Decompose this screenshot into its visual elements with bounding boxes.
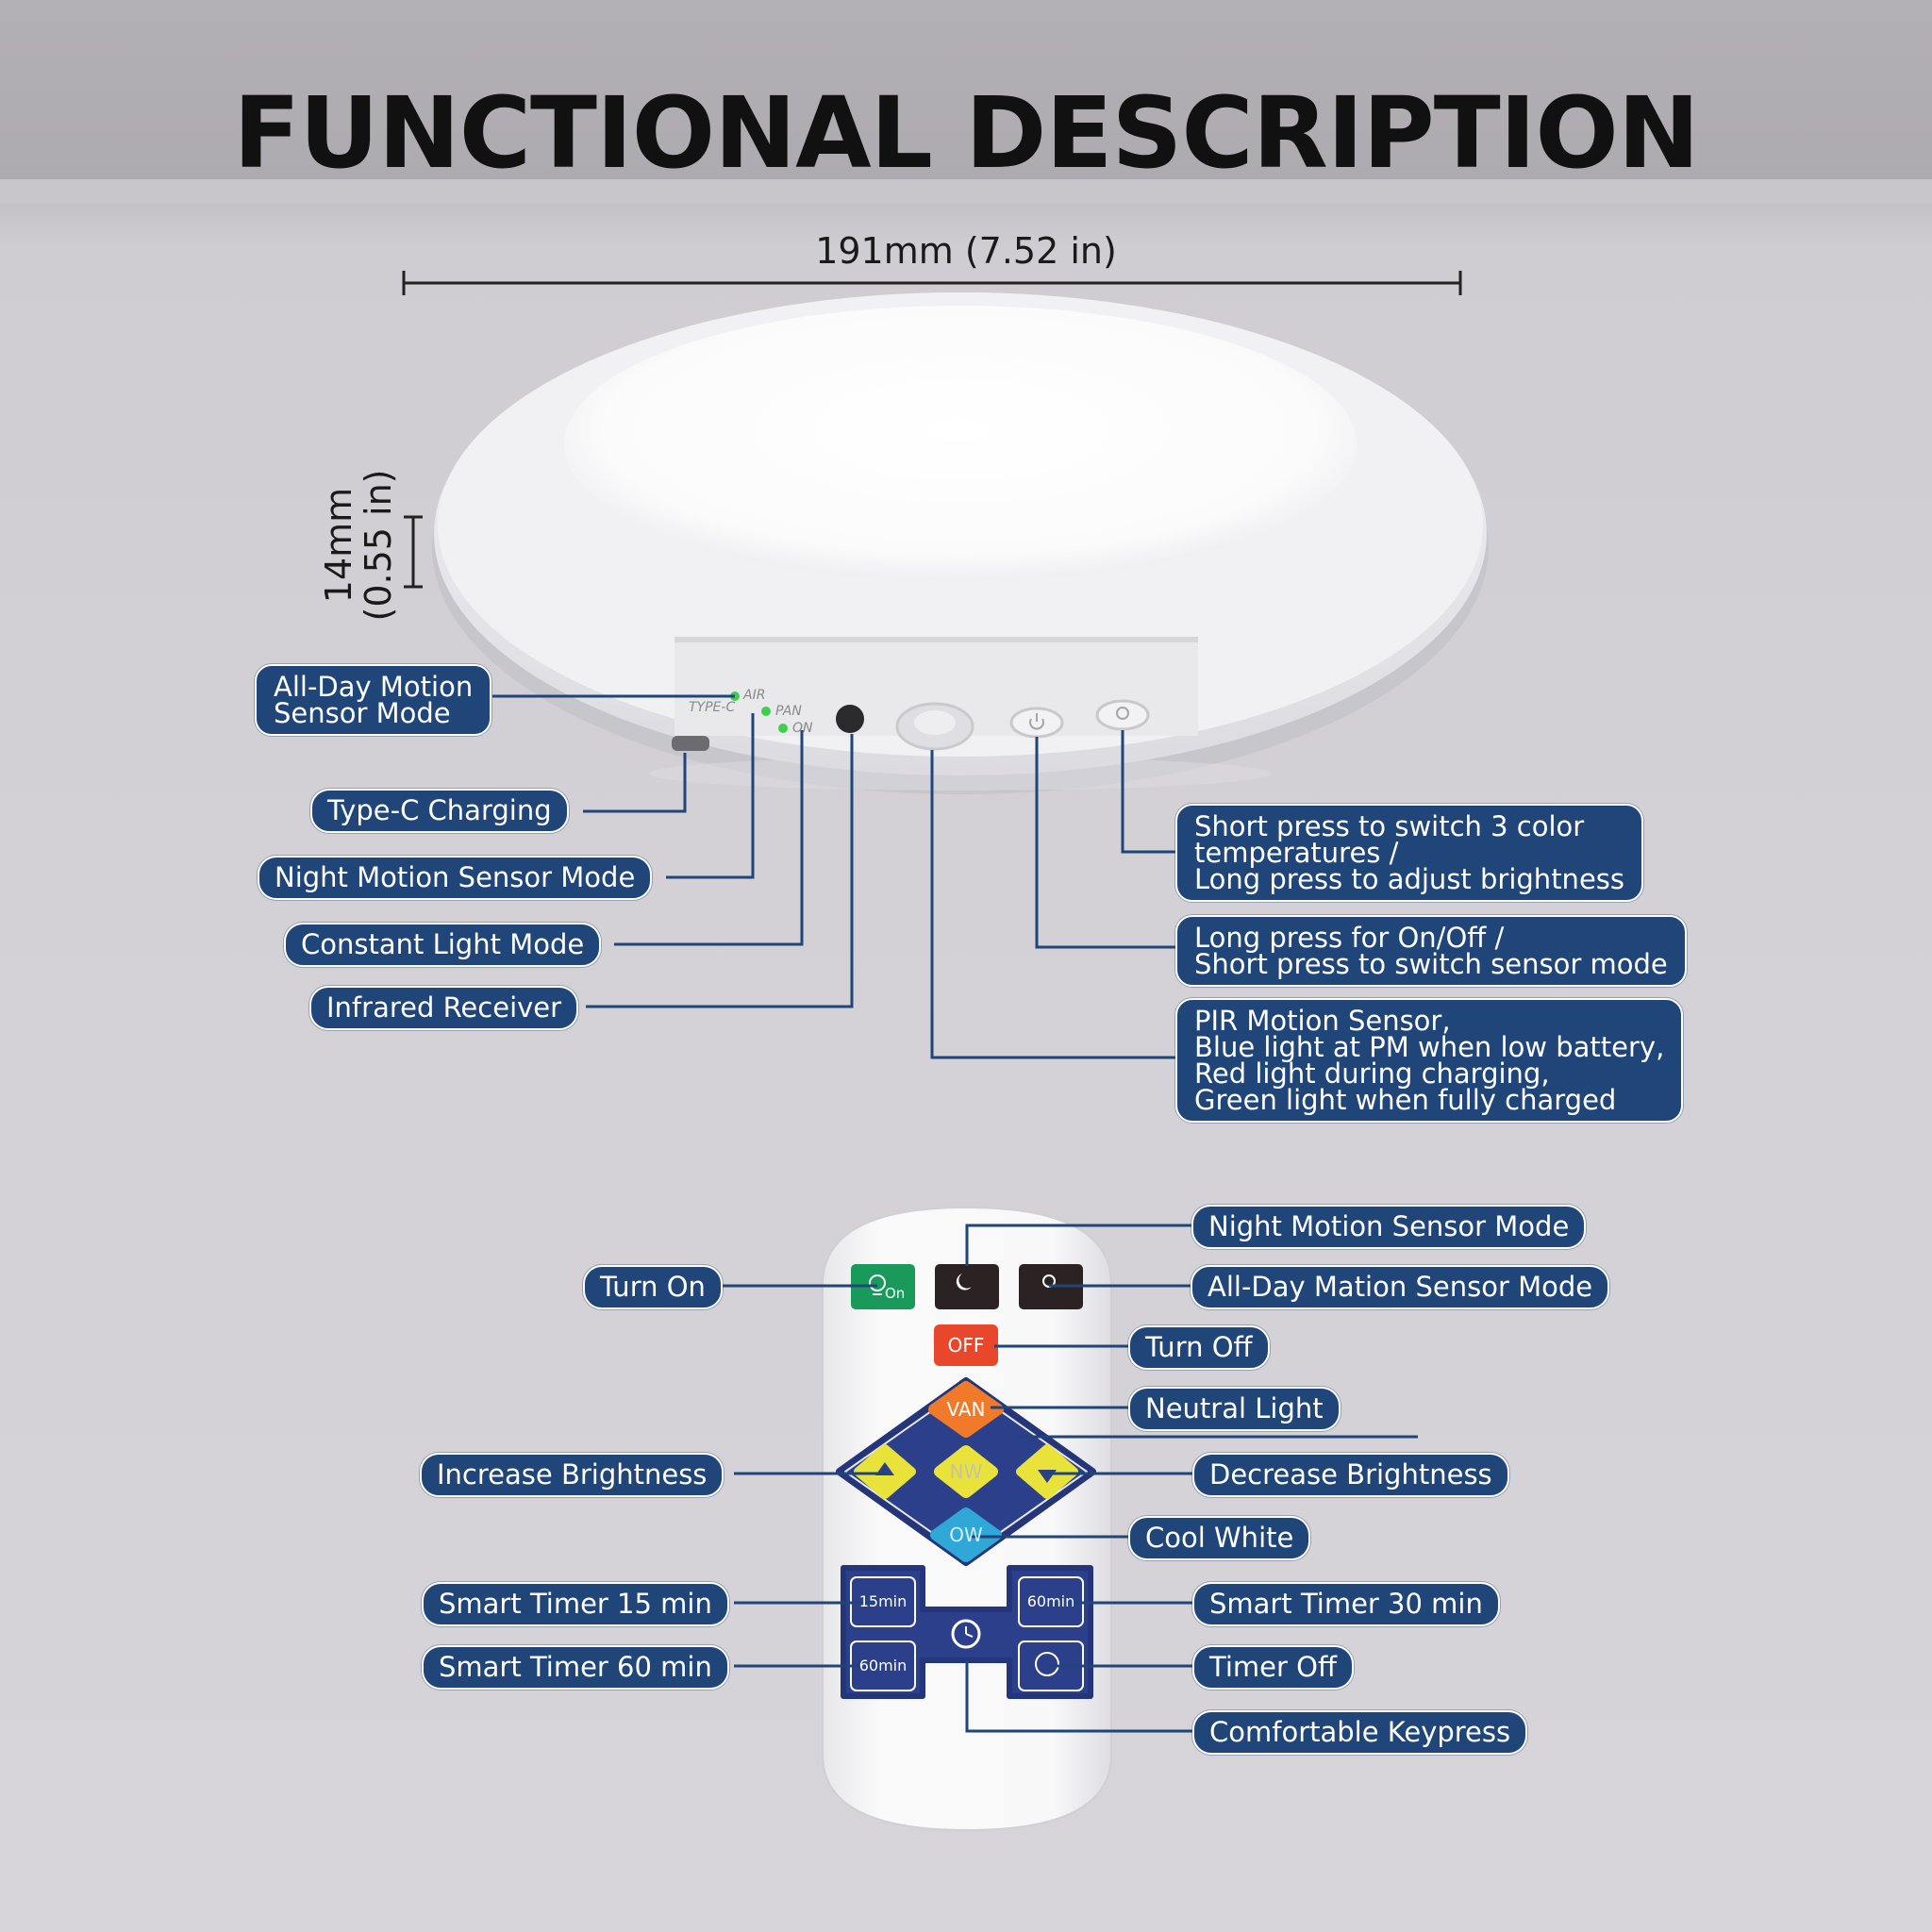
device-mark-on: ON <box>792 721 813 736</box>
callout-night-motion: Night Motion Sensor Mode <box>258 856 653 900</box>
led-on <box>778 724 788 733</box>
leader-color-temp <box>1121 730 1179 854</box>
color-temperature-button <box>1095 699 1150 731</box>
remote-key-van <box>928 1381 1004 1438</box>
height-dimension-label: 14mm (0.55 in) <box>318 469 399 622</box>
remote-key-60min-bottom-label: 60min <box>858 1657 908 1674</box>
remote-key-off <box>934 1324 998 1366</box>
callout-power: Long press for On/Off / Short press to s… <box>1175 915 1687 987</box>
leader-power <box>1035 737 1179 949</box>
leader-type-c <box>583 753 687 813</box>
width-dimension-label: 191mm (7.52 in) <box>815 230 1117 272</box>
callout-timer-off: Timer Off <box>1192 1645 1354 1690</box>
callout-constant-light: Constant Light Mode <box>284 923 602 967</box>
callout-remote-all-day: All-Day Mation Sensor Mode <box>1191 1265 1610 1309</box>
led-pan <box>761 707 771 716</box>
light-fixture <box>432 292 1489 794</box>
callout-turn-off: Turn Off <box>1128 1325 1270 1370</box>
remote-control <box>822 1206 1112 1832</box>
callout-decrease-brightness: Decrease Brightness <box>1192 1453 1509 1497</box>
remote-key-van-label: VAN <box>946 1398 986 1421</box>
alarm-clock-icon <box>951 1619 981 1649</box>
remote-key-ow <box>930 1507 1002 1562</box>
leader-remote-night <box>965 1224 1191 1266</box>
page-title: FUNCTIONAL DESCRIPTION <box>233 75 1700 191</box>
callout-timer-60: Smart Timer 60 min <box>422 1645 729 1690</box>
callout-comfortable-keypress: Comfortable Keypress <box>1192 1710 1528 1755</box>
callout-remote-night: Night Motion Sensor Mode <box>1191 1205 1587 1249</box>
callout-timer-30: Smart Timer 30 min <box>1192 1582 1500 1626</box>
leader-pir <box>930 750 1179 1059</box>
callout-color-temperature: Short press to switch 3 color temperatur… <box>1175 804 1643 902</box>
leader-infrared <box>586 734 854 1008</box>
callout-timer-15: Smart Timer 15 min <box>422 1582 729 1626</box>
device-mark-pan: PAN <box>775 704 802 719</box>
leader-night <box>666 713 755 879</box>
callout-pir: PIR Motion Sensor, Blue light at PM when… <box>1175 998 1684 1123</box>
callout-cool-white: Cool White <box>1128 1516 1311 1560</box>
remote-key-off-label: OFF <box>947 1334 985 1357</box>
timer-off-icon <box>1035 1652 1059 1676</box>
callout-type-c: Type-C Charging <box>310 789 569 833</box>
remote-key-nw <box>934 1445 998 1498</box>
remote-key-ow-label: OW <box>949 1524 983 1546</box>
infrared-receiver <box>836 705 864 733</box>
leader-comfortable <box>965 1660 1192 1733</box>
callout-infrared: Infrared Receiver <box>309 986 579 1030</box>
remote-key-night <box>935 1264 999 1309</box>
remote-key-15min-label: 15min <box>858 1592 908 1610</box>
callout-turn-on: Turn On <box>583 1265 723 1309</box>
device-mark-air: AIR <box>743 688 766 703</box>
leader-constant <box>614 730 804 946</box>
callout-neutral-light: Neutral Light <box>1128 1387 1341 1431</box>
remote-key-nw-label: NW <box>949 1460 983 1483</box>
device-mark-type-c: TYPE-C <box>689 700 736 715</box>
callout-increase-brightness: Increase Brightness <box>420 1453 724 1497</box>
remote-key-on-label: On <box>885 1285 906 1302</box>
callout-all-day-motion: All-Day Motion Sensor Mode <box>255 664 492 736</box>
ceiling-band <box>0 179 1932 204</box>
remote-key-60min-top-label: 60min <box>1026 1592 1075 1610</box>
type-c-port <box>672 736 709 751</box>
